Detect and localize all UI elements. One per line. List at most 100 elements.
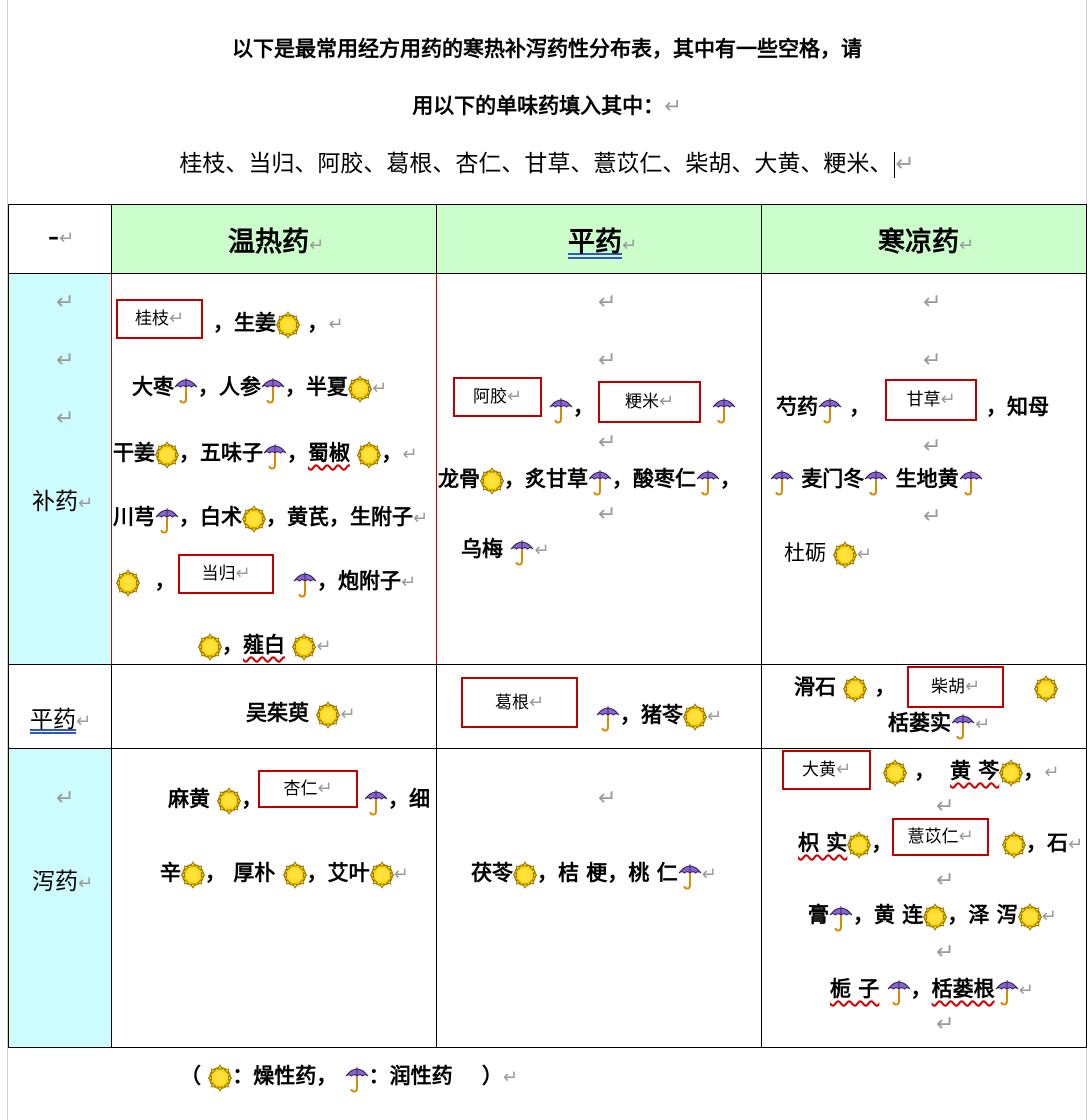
sun-icon [116,568,140,598]
umbrella-icon [829,902,853,932]
umbrella-icon [951,710,975,740]
page-edge-left [7,0,8,1120]
tonify-neutral-line-2: 龙骨，炙甘草，酸枣仁， [438,464,741,496]
tonify-warm-line-3: 干姜，五味子，蜀椒 ，↵ [113,438,417,470]
tonify-warm-line-6: ，薤白 ↵ [198,630,331,662]
umbrella-icon [261,374,285,404]
paragraph-mark: ↵ [923,348,942,373]
word-bank[interactable]: 桂枝、当归、阿胶、葛根、杏仁、甘草、薏苡仁、柴胡、大黄、粳米、↵ [179,151,915,178]
sun-icon [316,700,340,730]
tonify-neutral-line-1: ， [549,392,594,424]
tonify-warm-line-1: ，生姜 ，↵ [213,308,343,340]
answer-box-gancao[interactable]: 甘草↵ [885,379,977,421]
row-label-neutral: 平药↵ [30,707,92,733]
purge-warm-line-1b: ，细 [364,784,430,816]
answer-box-ejiao[interactable]: 阿胶↵ [453,377,542,417]
column-header-neutral: 平药↵ [568,227,638,258]
neutral-cold-sun [1034,672,1058,704]
instruction-line-2: 用以下的单味药填入其中：↵ [412,94,682,118]
paragraph-mark: ↵ [936,868,955,893]
neutral-cold-line-2: 栝蒌实↵ [888,708,990,740]
purge-neutral-line: 茯苓，桔 梗，桃 仁↵ [471,858,717,890]
legend-dry-label: ：燥性药， [232,1063,338,1088]
sun-icon [843,674,867,704]
tonify-warm-line-2: 大枣，人参，半夏↵ [132,372,387,404]
tonify-cold-line-1b: ，知母 [986,394,1049,419]
umbrella-icon [345,1063,369,1093]
answer-box-jingmi[interactable]: 粳米↵ [598,381,701,423]
paragraph-mark: ↵ [56,290,75,315]
answer-box-yiyiren[interactable]: 薏苡仁↵ [892,818,989,856]
paragraph-mark: ↵ [936,940,955,965]
umbrella-icon [174,374,198,404]
sun-icon [292,632,316,662]
sun-icon [883,758,907,788]
paragraph-mark: ↵ [923,434,942,459]
column-header-warm: 温热药↵ [228,227,325,258]
tonify-warm-line-5b: ，炮附子↵ [293,566,416,598]
row-label-bg-tonify [8,274,111,664]
column-header-cold: 寒凉药↵ [878,227,975,258]
text-cursor [894,152,896,178]
umbrella-icon [678,860,702,890]
paragraph-mark: ↵ [936,794,955,819]
umbrella-icon [549,394,573,424]
paragraph-mark: ↵ [936,1012,955,1037]
neutral-warm-line: 吴茱萸 ↵ [246,698,355,730]
sun-icon [276,310,300,340]
neutral-cold-line-1: 滑石 ， [794,672,896,704]
row-label-tonify: 补药↵ [32,489,94,515]
umbrella-icon [696,466,720,496]
umbrella-icon [510,536,534,566]
answer-box-chaihu[interactable]: 柴胡↵ [907,666,1004,708]
paragraph-mark: ↵ [56,786,75,811]
header-background [111,204,1087,274]
tonify-cold-line-2: 麦门冬 生地黄 [770,464,983,496]
umbrella-icon [712,394,736,424]
sun-icon [155,440,179,470]
umbrella-icon [818,394,842,424]
neutral-neutral-line: ，猪苓↵ [596,700,722,732]
sun-icon [683,702,707,732]
answer-box-guizhi[interactable]: 桂枝↵ [116,299,203,339]
purge-cold-line-1: ， 黄 芩，↵ [883,756,1059,788]
tonify-warm-line-5: ， [116,566,176,598]
answer-box-dahuang[interactable]: 大黄↵ [782,750,871,790]
sun-icon [999,758,1023,788]
purge-cold-line-2b: ，石↵ [1002,828,1083,860]
umbrella-icon [364,786,388,816]
sun-icon [1034,674,1058,704]
umbrella-icon [293,568,317,598]
sun-icon [242,504,266,534]
answer-box-gegen[interactable]: 葛根↵ [461,677,578,728]
legend: （ ：燥性药， ：润性药 ）↵ [180,1060,518,1094]
paragraph-mark: ↵ [598,348,617,373]
purge-cold-line-3: 膏，黄 连，泽 泻↵ [808,900,1057,932]
tonify-warm-line-4: 川芎，白术，黄芪，生附子↵ [113,502,428,534]
sun-icon [370,860,394,890]
sun-icon [1018,902,1042,932]
sun-icon [1002,830,1026,860]
answer-box-xingren[interactable]: 杏仁↵ [258,770,358,808]
umbrella-icon [596,702,620,732]
paragraph-mark: ↵ [598,786,617,811]
paragraph-mark: ↵ [56,406,75,431]
umbrella-icon [864,466,888,496]
purge-cold-line-4: 栀 子 ，栝蒌根↵ [830,974,1034,1006]
herb-property-table: –↵ 温热药↵ 平药↵ 寒凉药↵ ↵ ↵ ↵ 补药↵ 平药↵ ↵ 泻药↵ 桂枝↵… [8,204,1087,1048]
sun-icon [283,860,307,890]
answer-box-danggui[interactable]: 当归↵ [178,554,274,594]
purge-warm-line-1: 麻黄 ， [168,784,262,816]
paragraph-mark: ↵ [923,504,942,529]
paragraph-mark: ↵ [598,290,617,315]
sun-icon [348,374,372,404]
sun-icon [357,440,381,470]
sun-icon [480,466,504,496]
legend-moist-label: ：润性药 [368,1063,453,1088]
tonify-cold-line-3: 杜砺 ↵ [784,538,872,570]
sun-icon [923,902,947,932]
sun-icon [513,860,537,890]
tonify-cold-line-1: 芍药 ， [776,392,870,424]
tonify-neutral-umbrella [712,392,736,424]
tonify-neutral-line-3: 乌梅 ↵ [461,534,549,566]
